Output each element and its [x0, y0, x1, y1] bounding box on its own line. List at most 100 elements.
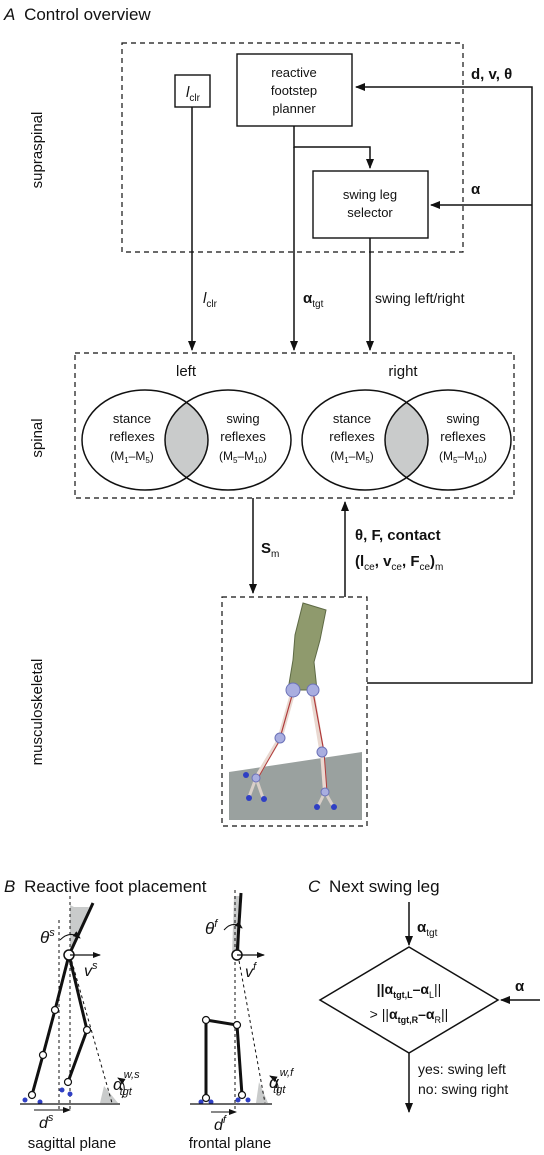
- sm-label: Sm: [261, 540, 279, 560]
- left-knee-joint: [274, 732, 286, 744]
- left-swing-line1: swing: [226, 411, 259, 426]
- sagittal-knee2: [82, 1025, 92, 1035]
- frontal-theta-arc: [223, 921, 243, 931]
- feedback-label-1: θ, F, contact: [355, 527, 441, 544]
- left-heel-contact: [261, 796, 267, 802]
- panel-b-title-text: Reactive foot placement: [24, 877, 207, 896]
- frontal-foot-angle-fill: [256, 1082, 268, 1103]
- ground-plane: [229, 752, 362, 820]
- right-hip-joint: [306, 683, 320, 697]
- right-toe-contact: [314, 804, 320, 810]
- feedback-label-2: (lce, vce, Fce)m: [355, 553, 443, 573]
- c-alpha-tgt-label: αtgt: [417, 919, 438, 939]
- sagittal-trunk: [67, 902, 95, 956]
- selector-box: [312, 170, 429, 239]
- torso: [287, 602, 327, 691]
- frontal-d-label: df: [214, 1114, 227, 1134]
- planner-to-selector-arrow: [293, 126, 374, 169]
- left-overlap: [165, 390, 208, 490]
- yes-swing-left: yes: swing left: [418, 1061, 506, 1077]
- left-ankle-joint: [251, 773, 261, 783]
- sagittal-target-line: [69, 954, 113, 1104]
- left-stance-line2: reflexes: [109, 429, 155, 444]
- sagittal-ankle2: [63, 1077, 73, 1087]
- panel-c-title-text: Next swing leg: [329, 877, 440, 896]
- left-reflex-venn: stance reflexes (M1–M5) swing reflexes (…: [81, 389, 292, 491]
- frontal-figure: [190, 890, 279, 1115]
- sagittal-ankle1: [38, 1050, 48, 1060]
- panel-b-letter: B: [4, 877, 15, 896]
- left-label: left: [176, 363, 197, 380]
- right-knee-joint: [316, 746, 328, 758]
- planner-label-1: reactive: [271, 65, 317, 80]
- spinal-label: spinal: [29, 418, 46, 457]
- sagittal-caption: sagittal plane: [28, 1135, 116, 1152]
- supraspinal-region: [121, 42, 464, 253]
- left-stance-circle: [81, 389, 209, 491]
- left-heel-contact2: [243, 772, 249, 778]
- panel-a-letter: A: [3, 5, 15, 24]
- c-alpha-label: α: [515, 978, 525, 995]
- sagittal-contact1: [22, 1097, 28, 1103]
- frontal-contact1: [198, 1099, 204, 1105]
- panel-c-letter: C: [308, 877, 321, 896]
- musculoskeletal-model: [229, 602, 362, 820]
- frontal-right-hip: [232, 1020, 242, 1030]
- frontal-caption: frontal plane: [189, 1135, 272, 1152]
- sagittal-knee1: [50, 1005, 60, 1015]
- supraspinal-label: supraspinal: [29, 112, 46, 189]
- frontal-contact2: [208, 1099, 214, 1105]
- sagittal-foot-angle-fill: [100, 1086, 118, 1103]
- panel-b-title: B Reactive foot placement: [4, 877, 207, 896]
- selector-label-1: swing leg: [343, 187, 397, 202]
- right-shank: [320, 750, 327, 794]
- spinal-region: [74, 352, 515, 499]
- right-label: right: [388, 363, 418, 380]
- frontal-theta-label: θf: [205, 918, 218, 938]
- left-swing-line2: reflexes: [220, 429, 266, 444]
- frontal-contact3: [235, 1097, 241, 1103]
- frontal-left-ankle: [201, 1093, 211, 1103]
- feedback-loop-arrow: [355, 83, 533, 684]
- left-swing-range: (M5–M10): [219, 449, 267, 465]
- frontal-target-line: [237, 954, 266, 1104]
- input-alpha: α: [471, 181, 481, 198]
- left-hip-joint: [285, 682, 301, 698]
- panel-c-title: C Next swing leg: [308, 877, 440, 896]
- lclr-box-label: lclr: [186, 84, 201, 104]
- right-heel-contact: [331, 804, 337, 810]
- planner-box: [236, 53, 353, 127]
- right-swing-line1: swing: [446, 411, 479, 426]
- lclr-arrow-label: lclr: [203, 290, 218, 310]
- condition-line2: > ||αtgt,R–αR||: [370, 1006, 449, 1025]
- musculoskeletal-region: [221, 596, 368, 827]
- planner-label-3: planner: [272, 101, 316, 116]
- right-reflex-venn: stance reflexes (M1–M5) swing reflexes (…: [301, 389, 512, 491]
- right-thigh: [309, 689, 325, 755]
- right-swing-circle: [384, 389, 512, 491]
- right-swing-line2: reflexes: [440, 429, 486, 444]
- panel-a-title: A Control overview: [3, 5, 151, 24]
- left-swing-circle: [164, 389, 292, 491]
- right-stance-line1: stance: [333, 411, 371, 426]
- left-shank-muscle: [257, 737, 282, 779]
- no-swing-right: no: swing right: [418, 1081, 508, 1097]
- frontal-contact4: [245, 1097, 251, 1103]
- planner-label-2: footstep: [271, 83, 317, 98]
- left-shank: [254, 736, 282, 780]
- frontal-left-hip: [201, 1015, 211, 1025]
- sagittal-figure: [20, 896, 126, 1113]
- right-ankle-joint: [320, 787, 330, 797]
- left-stance-range: (M1–M5): [110, 449, 154, 465]
- swing-left-right-label: swing left/right: [375, 290, 465, 306]
- right-stance-line2: reflexes: [329, 429, 375, 444]
- right-shank-muscle: [323, 751, 328, 793]
- frontal-v-label: vf: [245, 961, 257, 981]
- sagittal-stance-leg: [30, 954, 71, 1096]
- sagittal-ankle3: [27, 1090, 37, 1100]
- condition-line1: ||αtgt,L–αL||: [377, 981, 442, 1000]
- frontal-pelvis-right: [205, 1018, 244, 1096]
- right-swing-range: (M5–M10): [439, 449, 487, 465]
